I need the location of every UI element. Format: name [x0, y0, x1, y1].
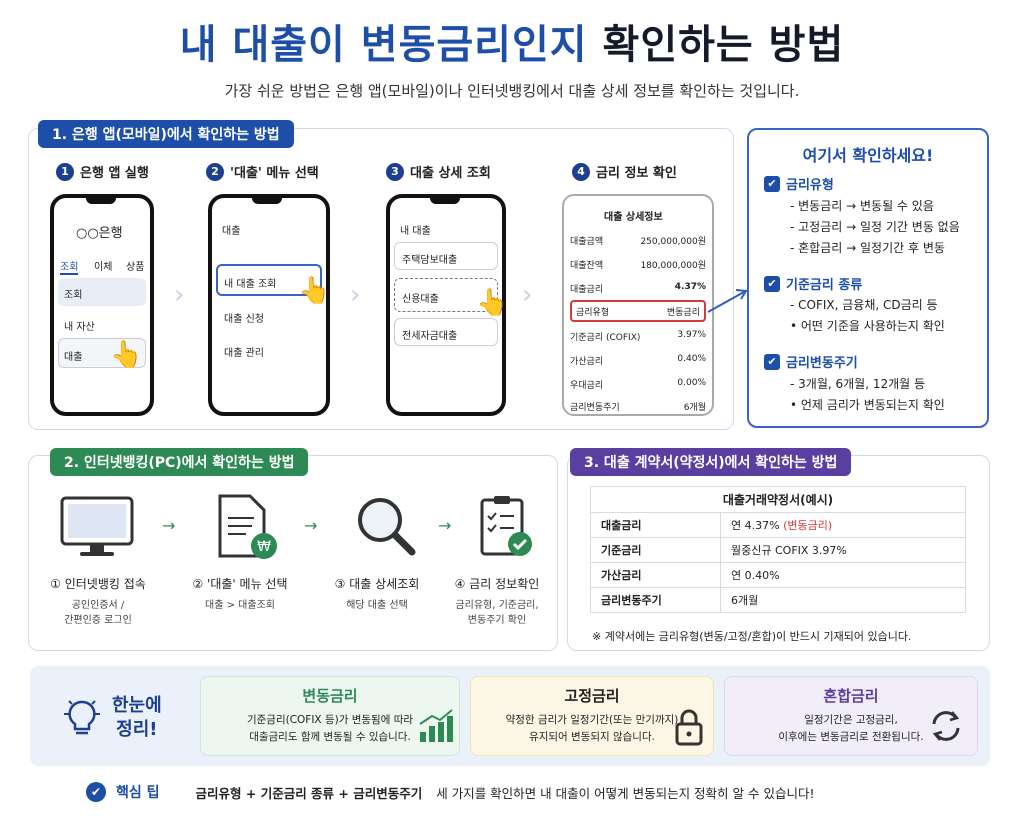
tab-transfer[interactable]: 이체	[94, 262, 113, 273]
section-pc-label: 2. 인터넷뱅킹(PC)에서 확인하는 방법	[50, 448, 309, 476]
chevron-right-icon: ›	[350, 280, 361, 310]
arrow-icon: →	[162, 516, 176, 535]
menu-loan[interactable]	[58, 338, 146, 368]
summary-fixed: 고정금리 약정한 금리가 일정기간(또는 만기까지)유지되어 변동되지 않습니다…	[470, 676, 714, 756]
chevron-right-icon: ›	[522, 280, 533, 310]
document-won-icon: ₩	[218, 494, 277, 559]
phone-bank-app: ○○은행 조회 이체 상품 조회 내 자산 대출	[50, 194, 154, 416]
pc-step-4: ④ 금리 정보확인	[454, 577, 540, 591]
pc-step-2: ② '대출' 메뉴 선택	[192, 577, 288, 591]
loan-credit[interactable]	[394, 278, 498, 312]
phone-loan-list: 내 대출 주택담보대출 신용대출 전세자금대출	[386, 194, 506, 416]
check-rate-type: ✔금리유형	[764, 174, 834, 193]
loan-jeonse[interactable]	[394, 318, 498, 346]
checkbox-icon: ✔	[764, 175, 780, 192]
tab-inquiry[interactable]: 조회	[60, 258, 79, 275]
tap-hand-icon: 👆	[298, 276, 331, 306]
detail-row: 기준금리 (COFIX)3.97%	[570, 330, 706, 343]
checklist-panel	[747, 128, 989, 428]
svg-text:₩: ₩	[257, 539, 271, 555]
monitor-icon	[60, 496, 134, 556]
menu-inquiry[interactable]	[58, 278, 146, 306]
page-subtitle: 가장 쉬운 방법은 은행 앱(모바일)이나 인터넷뱅킹에서 대출 상세 정보를 …	[224, 82, 800, 100]
bank-name: ○○은행	[76, 226, 123, 241]
loan-mortgage[interactable]	[394, 242, 498, 270]
arrow-icon: →	[438, 516, 452, 535]
checklist-icon	[480, 496, 532, 556]
tap-hand-icon: 👆	[110, 340, 143, 370]
contract-table-title: 대출거래약정서(예시)	[590, 486, 966, 512]
step-2-heading: 2'대출' 메뉴 선택	[206, 162, 319, 181]
menu-apply-loan[interactable]: 대출 신청	[224, 314, 264, 325]
check-base-rate: ✔기준금리 종류	[764, 274, 862, 293]
page-title: 내 대출이 변동금리인지 확인하는 방법	[179, 22, 845, 68]
pc-step-3: ③ 대출 상세조회	[334, 577, 420, 591]
pc-step-1: ① 인터넷뱅킹 접속	[50, 577, 146, 591]
phone-loan-menu: 대출 내 대출 조회 대출 신청 대출 관리	[208, 194, 330, 416]
growth-chart-icon	[419, 709, 453, 742]
chevron-right-icon: ›	[174, 280, 185, 310]
magnifier-icon	[358, 498, 416, 556]
menu-manage-loan[interactable]: 대출 관리	[224, 348, 264, 359]
refresh-cycle-icon	[932, 711, 960, 741]
menu-assets[interactable]: 내 자산	[64, 322, 95, 333]
contract-note: ※ 계약서에는 금리유형(변동/고정/혼합)이 반드시 기재되어 있습니다.	[592, 630, 912, 643]
section-mobile-label: 1. 은행 앱(모바일)에서 확인하는 방법	[38, 120, 294, 148]
section-pc	[28, 455, 558, 651]
checkbox-icon: ✔	[764, 353, 780, 370]
lock-icon	[675, 709, 703, 746]
tap-hand-icon: 👆	[476, 288, 509, 318]
arrow-icon: →	[304, 516, 318, 535]
menu-my-loan[interactable]	[216, 264, 322, 296]
checklist-title: 여기서 확인하세요!	[802, 146, 934, 165]
check-circle-icon: ✔	[86, 782, 106, 802]
arrow-right-icon	[707, 289, 748, 313]
section-contract-label: 3. 대출 계약서(약정서)에서 확인하는 방법	[570, 448, 852, 476]
tip-row: ✔ 핵심 팁 금리유형 + 기준금리 종류 + 금리변동주기 세 가지를 확인하…	[86, 782, 814, 802]
lightbulb-icon	[64, 700, 100, 735]
check-change-cycle: ✔금리변동주기	[764, 352, 858, 371]
checkbox-icon: ✔	[764, 275, 780, 292]
tab-product[interactable]: 상품	[126, 262, 145, 273]
